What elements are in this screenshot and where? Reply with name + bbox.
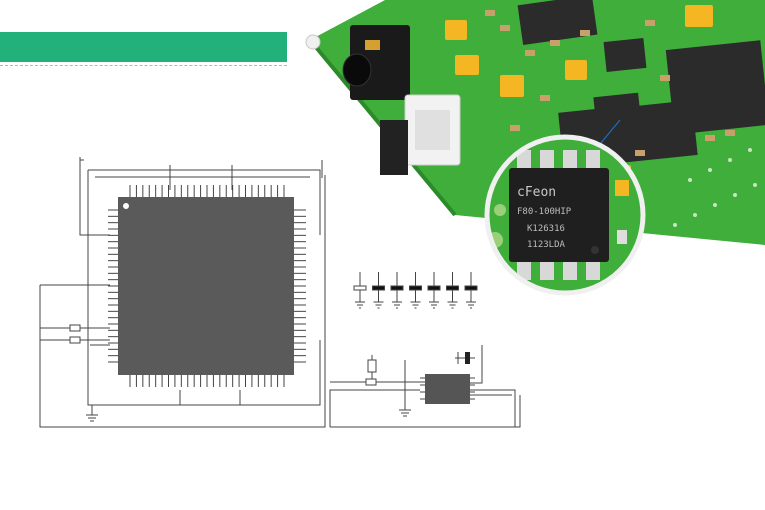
chip-marking-line1: cFeon	[517, 185, 556, 200]
ground-symbols	[86, 410, 411, 421]
black-header	[380, 120, 408, 175]
audio-jack-hole	[343, 54, 371, 86]
mcu-pin1-marker	[123, 203, 129, 209]
flash-chip-schematic	[425, 374, 470, 404]
chip-marking-line2: F80-100HIP	[517, 207, 572, 217]
mcu-chip	[118, 197, 294, 375]
chip-marking-line4: 1123LDA	[527, 240, 566, 250]
mounting-hole	[306, 35, 320, 49]
chip-marking-line3: K126316	[527, 224, 565, 234]
board-photo: cFeon F80-100HIP K126316 1123LDA	[295, 0, 765, 300]
